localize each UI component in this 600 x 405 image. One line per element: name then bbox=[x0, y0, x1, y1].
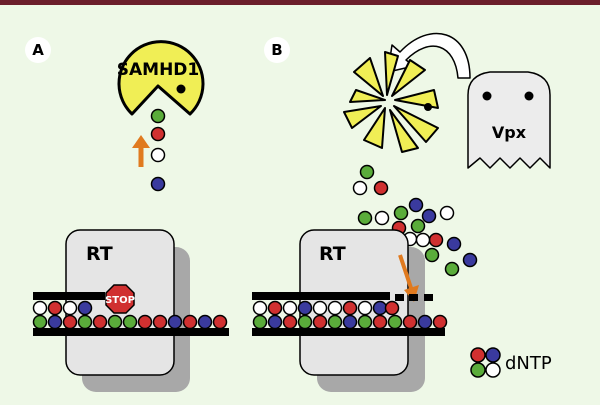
template-strand bbox=[252, 328, 445, 336]
template-strand-top bbox=[33, 292, 105, 300]
dntp-legend-icon bbox=[470, 347, 501, 378]
stop-label: STOP bbox=[105, 295, 135, 306]
panel-a-label: A bbox=[32, 41, 44, 59]
rt-label: RT bbox=[86, 243, 113, 265]
panel-a: A SAMHD1 RT bbox=[25, 37, 229, 392]
rt-label: RT bbox=[319, 243, 346, 265]
dntp-legend-label: dNTP bbox=[505, 353, 552, 374]
template-nucleotides bbox=[92, 314, 228, 330]
samhd1-eye-fragment bbox=[424, 103, 432, 111]
paired-nucleotides bbox=[32, 300, 93, 330]
nascent-strand-dashes bbox=[395, 294, 433, 301]
samhd1-eye bbox=[176, 84, 186, 94]
uptake-arrow-head bbox=[132, 135, 150, 148]
incorporation-arrow bbox=[398, 254, 413, 289]
shattered-samhd1-icon bbox=[343, 51, 439, 153]
template-strand-bottom bbox=[33, 328, 229, 336]
panel-b-label: B bbox=[271, 41, 282, 59]
vpx-ghost-icon bbox=[467, 71, 551, 169]
dntp-blue bbox=[150, 176, 166, 192]
vpx-label: Vpx bbox=[492, 123, 527, 142]
dntp-pool bbox=[352, 164, 478, 277]
vpx-eye-left bbox=[482, 91, 492, 101]
top-border bbox=[0, 0, 600, 5]
stop-sign-icon bbox=[105, 284, 135, 314]
panel-b-badge bbox=[264, 37, 290, 63]
paired-nucleotides bbox=[252, 300, 403, 330]
vpx-eye-right bbox=[524, 91, 534, 101]
panel-a-badge bbox=[25, 37, 51, 63]
dntp-legend: dNTP bbox=[470, 347, 552, 378]
samhd1-label: SAMHD1 bbox=[117, 60, 200, 80]
samhd1-pacman-icon bbox=[117, 40, 205, 116]
panel-b: B Vpx bbox=[252, 32, 551, 392]
nascent-strand bbox=[252, 292, 390, 300]
dntp-white bbox=[150, 147, 166, 163]
dntp-green bbox=[150, 108, 166, 124]
template-nucleotides bbox=[402, 314, 448, 330]
dntp-red bbox=[150, 126, 166, 142]
